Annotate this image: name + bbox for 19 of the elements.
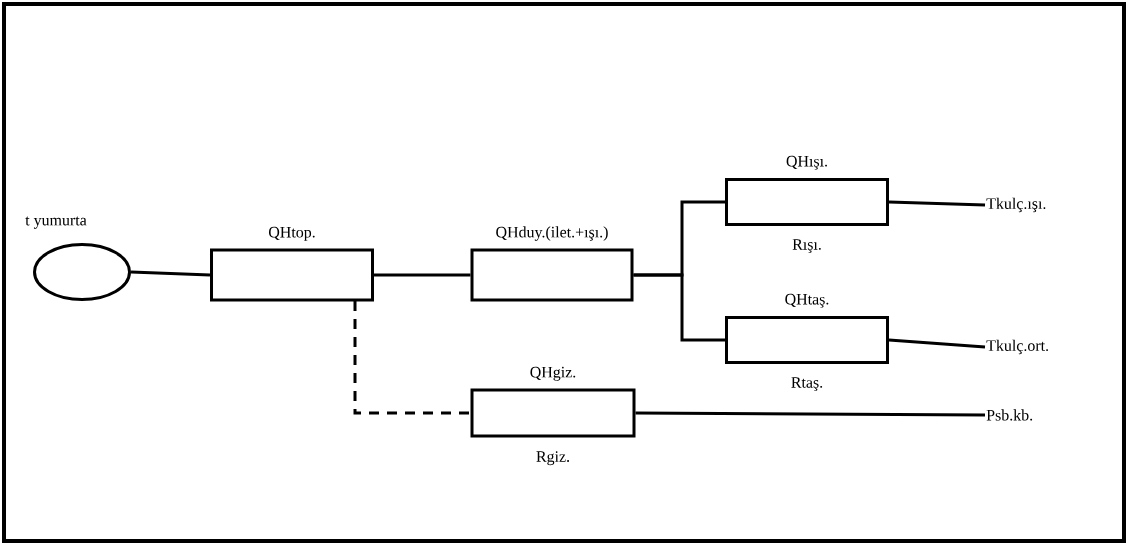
node-label: QHışı. — [786, 155, 827, 170]
terminal-label: Tkulç.ışı. — [986, 197, 1046, 213]
resistance-label: Rtaş. — [791, 377, 823, 391]
connector-line — [130, 270, 211, 277]
connector-line — [888, 338, 986, 349]
connector-line — [633, 273, 725, 342]
node-label: QHgiz. — [530, 366, 576, 381]
node-label: QHtop. — [269, 226, 315, 241]
node-label: QHduy.(ilet.+ışı.) — [496, 226, 608, 241]
node-label: t yumurta — [25, 216, 87, 229]
terminal-label: Tkulç.ort. — [986, 339, 1048, 355]
connector-line — [353, 301, 471, 415]
resistance-label: Rgiz. — [536, 451, 569, 466]
node-label: QHtaş. — [785, 293, 829, 308]
connector-line — [635, 411, 985, 417]
connector-line — [374, 273, 471, 277]
resistance-label: Rışı. — [792, 239, 821, 253]
terminal-label: Psb.kb. — [986, 409, 1033, 421]
connector-line — [888, 200, 986, 207]
